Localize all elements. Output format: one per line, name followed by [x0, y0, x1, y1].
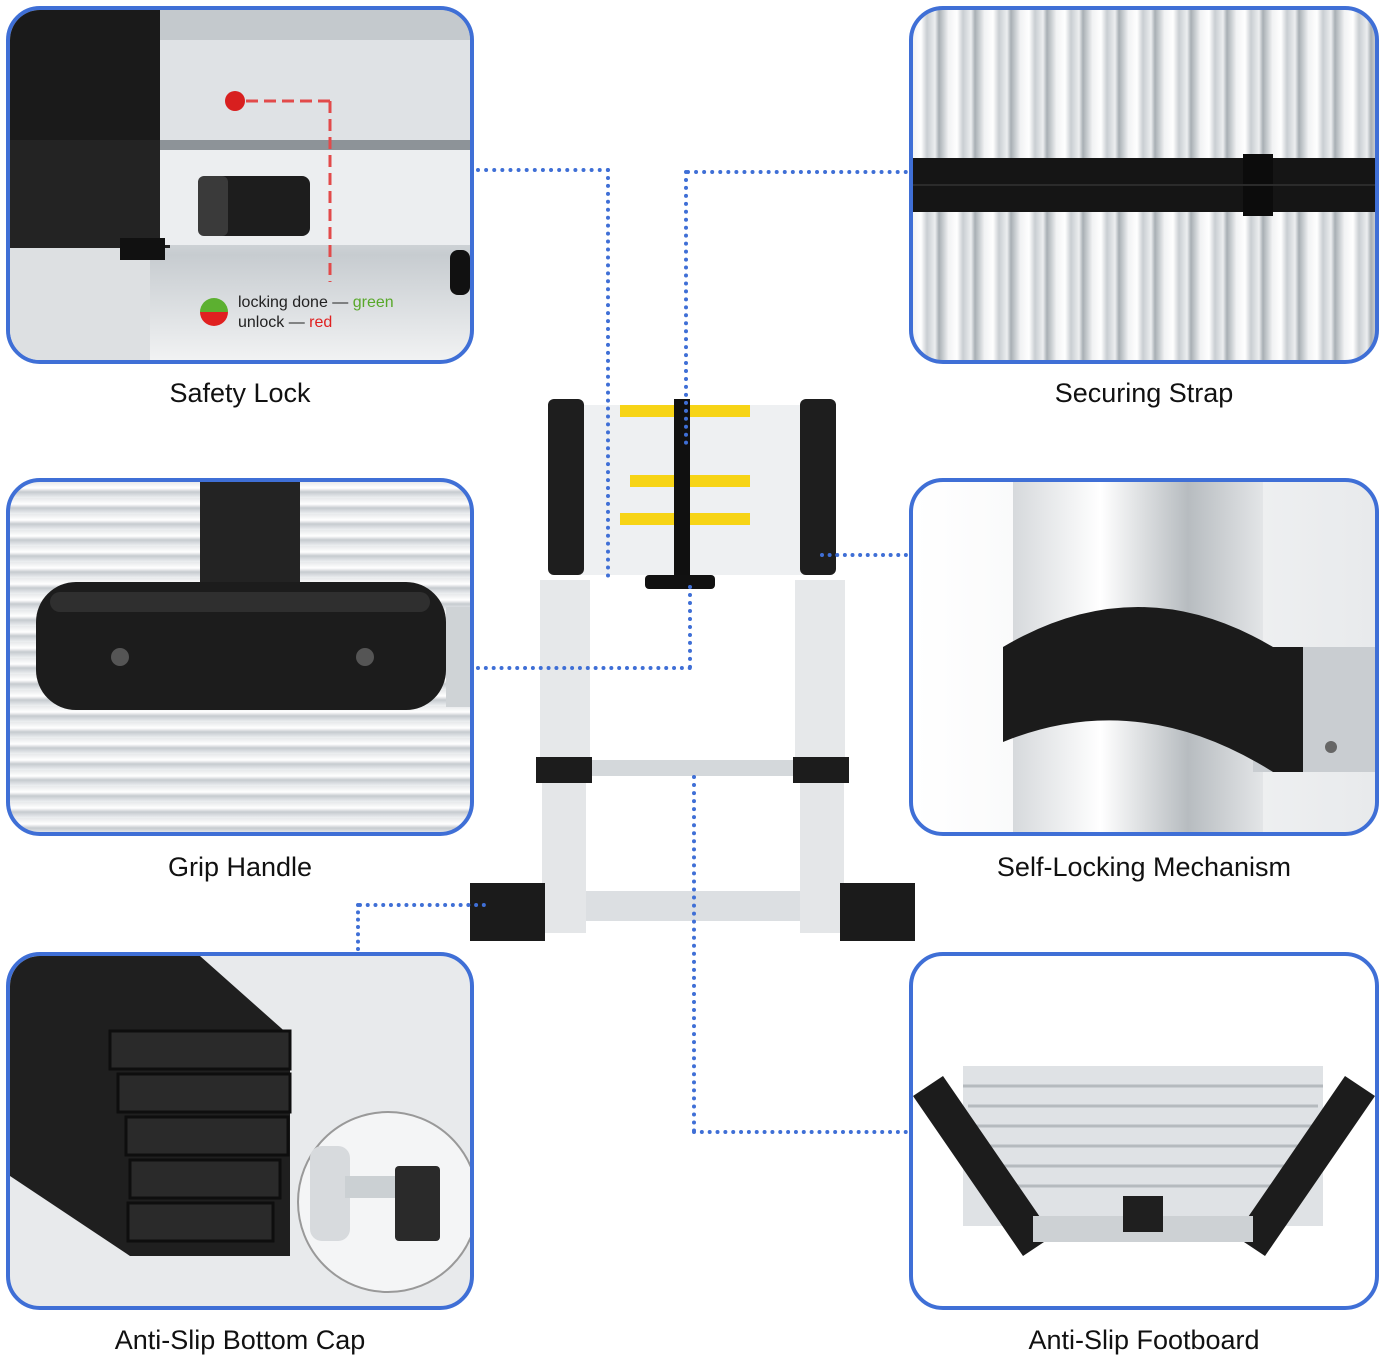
lock-legend-red-word: red	[309, 314, 333, 331]
anti-slip-cap-panel	[6, 952, 474, 1310]
grip-handle-panel	[6, 478, 474, 836]
anti-slip-footboard-panel	[909, 952, 1379, 1310]
securing-strap-panel	[909, 6, 1379, 364]
connector-self-lock-h	[820, 553, 908, 557]
caption-safety-lock: Safety Lock	[169, 378, 311, 408]
anti-slip-cap-illustration	[10, 956, 470, 1293]
caption-anti-slip-cap: Anti-Slip Bottom Cap	[114, 1325, 366, 1355]
safety-lock-panel: locking done — green unlock — red	[6, 6, 474, 364]
connector-safety-lock-v	[606, 168, 610, 578]
lock-legend-locked: locking done — green	[238, 294, 394, 312]
connector-strap-v	[684, 170, 688, 445]
self-locking-panel	[909, 478, 1379, 836]
lock-legend-unlock-label: unlock —	[238, 314, 305, 331]
connector-strap-h	[686, 170, 908, 174]
lock-legend-locked-label: locking done —	[238, 294, 349, 311]
connector-grip-h	[476, 666, 692, 670]
caption-grip-handle: Grip Handle	[167, 852, 313, 882]
telescopic-ladder-illustration	[470, 399, 915, 941]
lock-legend-unlock: unlock — red	[238, 314, 332, 332]
caption-anti-slip-footboard: Anti-Slip Footboard	[1028, 1325, 1260, 1355]
connector-cap-h	[358, 903, 486, 907]
caption-self-locking: Self-Locking Mechanism	[996, 852, 1292, 882]
connector-cap-v	[356, 903, 360, 951]
anti-slip-footboard-illustration	[913, 1066, 1375, 1256]
grip-handle-illustration	[36, 482, 470, 710]
securing-strap-illustration	[913, 154, 1375, 216]
caption-securing-strap: Securing Strap	[1054, 378, 1234, 408]
lock-legend-green-word: green	[352, 294, 394, 311]
connector-footboard-h	[692, 1130, 908, 1134]
self-locking-illustration	[1003, 482, 1375, 832]
connector-grip-v	[688, 585, 692, 669]
connector-safety-lock-h	[476, 168, 610, 172]
safety-lock-illustration	[10, 10, 470, 360]
connector-footboard-v	[692, 775, 696, 1133]
